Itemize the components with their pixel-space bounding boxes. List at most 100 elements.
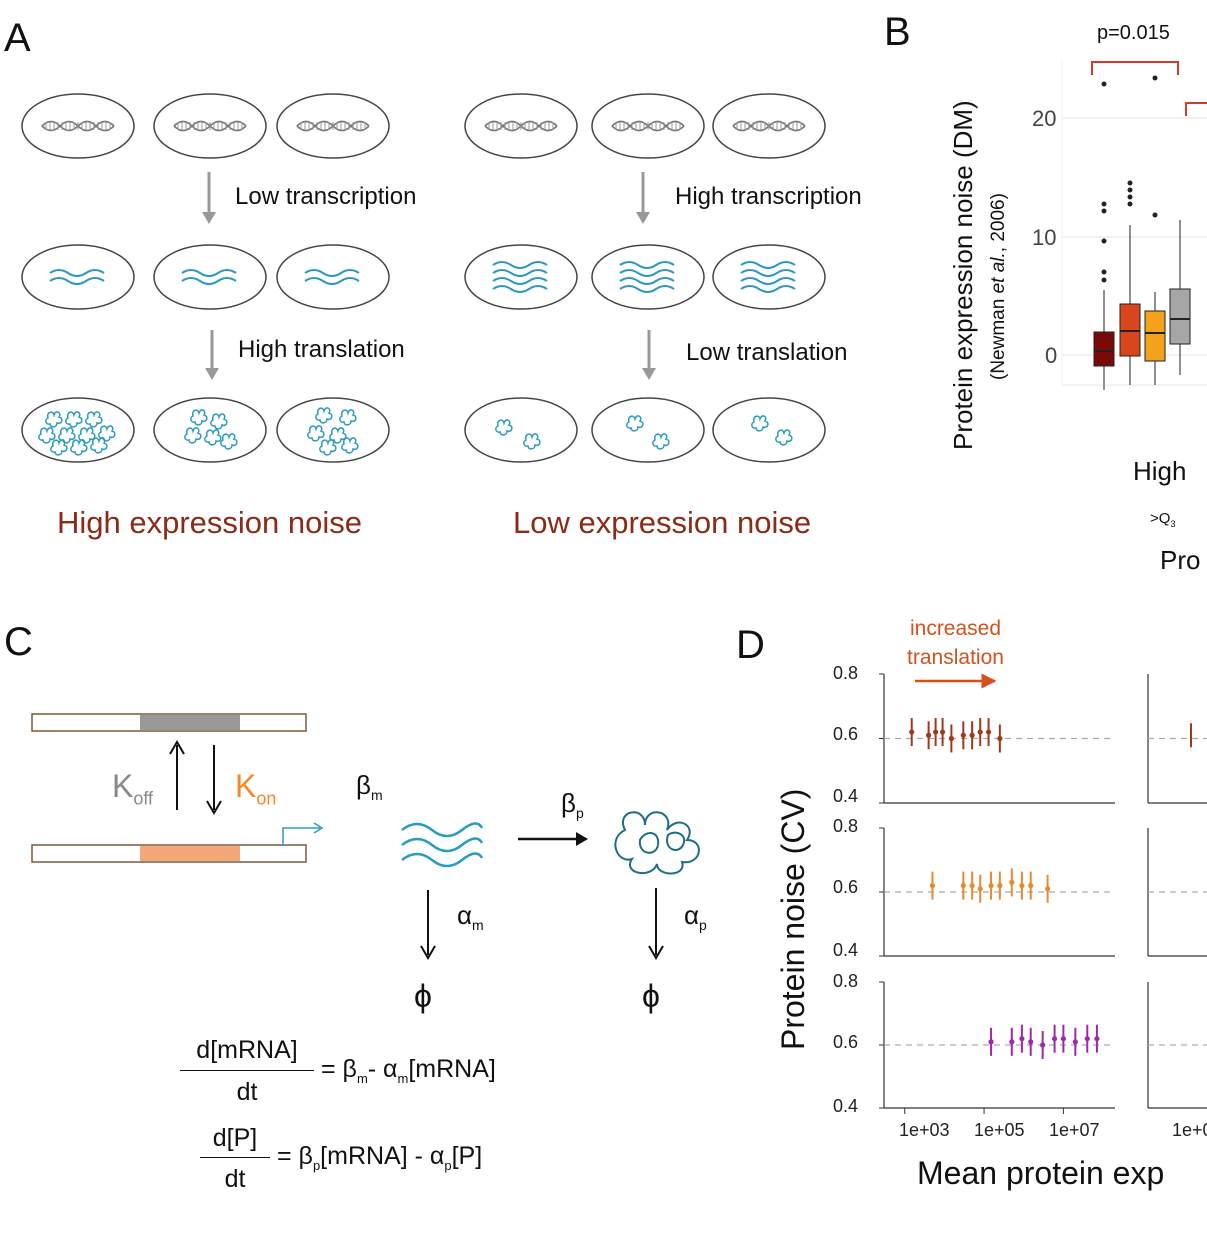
box-3	[1144, 75, 1166, 385]
data-point	[929, 883, 936, 889]
mrna-strand	[740, 269, 796, 277]
data-point	[1084, 1036, 1090, 1042]
data-point	[1028, 883, 1034, 889]
eq2-rhs-sub2: p	[444, 1158, 452, 1173]
data-point	[1009, 1039, 1015, 1045]
panel-label-b: B	[884, 10, 911, 54]
data-point	[939, 729, 946, 735]
left-transcription-label: Low transcription	[235, 183, 417, 210]
data-point	[1019, 883, 1025, 889]
data-point	[977, 886, 983, 892]
mrna-strand	[49, 277, 105, 285]
protein-blob	[751, 415, 769, 432]
right-translation-label: Low translation	[686, 339, 848, 366]
data-point	[948, 735, 954, 742]
k-on-label: Kon	[235, 768, 276, 809]
protein-blob	[204, 429, 222, 446]
eq2-rhs-sub1: p	[312, 1158, 321, 1173]
data-point	[926, 732, 932, 738]
b-ytick-10: 10	[1032, 225, 1057, 250]
process-arrowhead	[202, 212, 216, 224]
cell-outline	[21, 244, 135, 310]
d-row1-ytick-08: 0.8	[833, 663, 859, 683]
alpha-m-label: αm	[457, 900, 484, 933]
data-point	[969, 883, 975, 889]
alpha-p-sub: p	[699, 917, 707, 934]
phi-protein: ϕ	[642, 978, 660, 1014]
cell-outline	[712, 244, 826, 310]
d-xtick-1e5: 1e+05	[974, 1120, 1025, 1140]
eq1-rhs-sub2: m	[397, 1071, 409, 1086]
box-1	[1093, 81, 1115, 390]
protein-blob	[70, 439, 88, 456]
eq1-denominator: dt	[236, 1078, 258, 1106]
protein-blob	[190, 409, 208, 426]
d-row3-ytick-06: 0.6	[833, 1032, 859, 1052]
data-point	[960, 732, 966, 738]
mrna-strand	[740, 277, 796, 285]
cell-outline	[153, 244, 267, 310]
data-point	[997, 735, 1003, 742]
panel-b-ylabel: Protein expression noise (DM)	[948, 100, 978, 450]
cell-outline	[464, 244, 578, 310]
mrna-strand	[304, 269, 360, 277]
k-off-label: Koff	[112, 768, 153, 809]
d-row2-ytick-08: 0.8	[833, 816, 859, 836]
data-point	[1019, 1036, 1025, 1042]
protein-blob	[315, 407, 333, 424]
mrna-strand	[619, 285, 675, 293]
data-point	[1094, 1036, 1100, 1042]
cell-outline	[591, 244, 705, 310]
data-point	[1028, 1039, 1034, 1045]
panel-d-xlabel: Mean protein exp	[917, 1155, 1165, 1191]
eq1-rhs-c: [mRNA]	[408, 1055, 496, 1083]
eq2-numerator: d[P]	[212, 1124, 258, 1152]
alpha-p-main: α	[684, 900, 700, 930]
eq1-rhs-sub1: m	[356, 1071, 368, 1086]
cell-outline	[591, 397, 705, 463]
mrna-strand	[304, 277, 360, 285]
protein-blob	[50, 439, 68, 456]
data-point	[969, 732, 975, 738]
beta-m-main: β	[356, 770, 371, 800]
cell-outline	[21, 397, 135, 463]
process-arrowhead	[636, 212, 650, 224]
protein-blob	[45, 411, 63, 428]
alpha-p-label: αp	[684, 900, 707, 933]
ylabel-sub-em: et al.	[988, 252, 1009, 294]
panel-c-diagram	[31, 713, 700, 960]
kon-main: K	[235, 768, 257, 804]
d-row2-ytick-04: 0.4	[833, 940, 859, 960]
eq1-rhs-a: = β	[321, 1055, 357, 1083]
protein-blob	[210, 413, 228, 430]
mrna-strand	[492, 285, 548, 293]
protein-blob	[341, 437, 359, 454]
mrna-strand	[492, 269, 548, 277]
d-xtick-partial: 1e+0	[1172, 1120, 1207, 1140]
gene-active-body	[140, 846, 240, 861]
beta-m-label: βm	[356, 770, 383, 803]
xsub-text: >Q	[1150, 510, 1171, 527]
data-point	[1009, 879, 1015, 885]
d-row1-ytick-04: 0.4	[833, 786, 859, 806]
d-row1-ytick-06: 0.6	[833, 724, 859, 744]
high-noise-title: High expression noise	[57, 505, 363, 540]
mrna-strand	[181, 269, 237, 277]
mrna-strand	[492, 261, 548, 269]
mrna-strand	[49, 269, 105, 277]
significance-bracket-2	[1185, 102, 1207, 116]
protein-blob	[184, 427, 202, 444]
data-point	[985, 729, 992, 735]
eq1-numerator: d[mRNA]	[196, 1036, 298, 1064]
eq1-rhs-b: - α	[367, 1055, 398, 1083]
beta-p-main: β	[561, 788, 576, 818]
b-xgroup: High	[1133, 456, 1187, 486]
data-point	[909, 729, 915, 735]
eq1-fraction-bar	[180, 1070, 314, 1071]
xsub-index: 3	[1170, 519, 1176, 529]
mrna-glyph	[401, 822, 484, 868]
mrna-strand	[492, 277, 548, 285]
data-point	[960, 883, 966, 889]
eq2-rhs-b: [mRNA] - α	[320, 1142, 445, 1170]
protein-blob	[495, 419, 513, 436]
